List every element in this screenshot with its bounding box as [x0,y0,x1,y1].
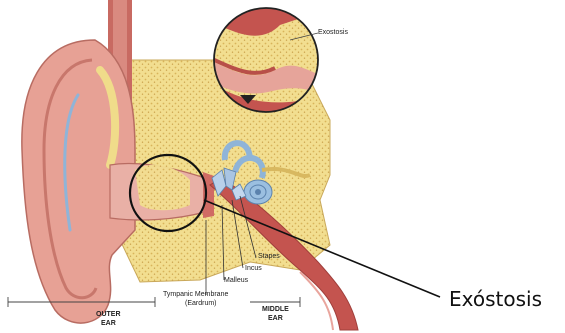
label-eardrum: (Eardrum) [185,300,217,308]
label-exostosis-callout: Exóstosis [449,287,542,311]
label-malleus: Malleus [224,277,248,285]
label-exostosis-inset: Exostosis [318,29,348,37]
label-middle-ear-2: EAR [268,315,283,323]
label-outer-ear-1: OUTER [96,311,121,319]
label-incus: Incus [245,265,262,273]
label-tympanic-membrane: Tympanic Membrane [163,291,228,299]
label-outer-ear-2: EAR [101,320,116,328]
label-middle-ear-1: MIDDLE [262,306,289,314]
label-stapes: Stapes [258,253,280,261]
